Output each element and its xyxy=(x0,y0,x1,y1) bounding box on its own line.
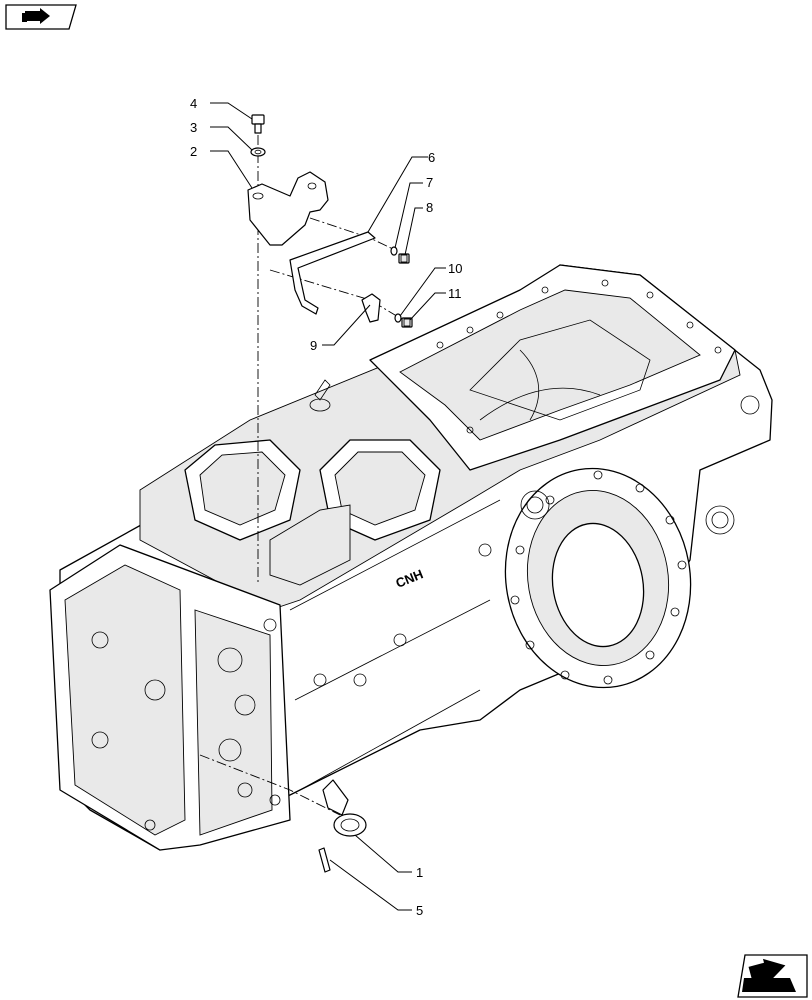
bolt-part-8 xyxy=(398,253,410,264)
callout-leaders xyxy=(210,102,446,911)
callout-label-1: 1 xyxy=(416,865,423,880)
bolt-part-4 xyxy=(251,114,265,134)
callout-label-5: 5 xyxy=(416,903,423,918)
clip-part-9 xyxy=(361,293,381,323)
callout-label-8: 8 xyxy=(426,200,433,215)
book-arrow-icon[interactable] xyxy=(5,4,77,30)
centerline xyxy=(199,754,341,816)
pin-part-5 xyxy=(318,847,331,873)
washer-part-7 xyxy=(390,246,398,256)
centerline xyxy=(269,269,401,319)
washer-part-3 xyxy=(250,147,266,157)
callout-label-2: 2 xyxy=(190,144,197,159)
bracket-part-2 xyxy=(247,171,329,246)
callout-label-10: 10 xyxy=(448,261,462,276)
callout-label-3: 3 xyxy=(190,120,197,135)
bracket-part-6 xyxy=(289,231,376,315)
bolt-part-11 xyxy=(401,317,413,328)
washer-part-10 xyxy=(394,313,402,323)
callout-label-9: 9 xyxy=(310,338,317,353)
callout-label-4: 4 xyxy=(190,96,197,111)
callout-label-11: 11 xyxy=(448,286,462,301)
callout-label-6: 6 xyxy=(428,150,435,165)
transmission-housing: CNH xyxy=(49,264,773,851)
lever-part-1 xyxy=(322,779,367,837)
callout-label-7: 7 xyxy=(426,175,433,190)
next-page-arrow-icon[interactable] xyxy=(737,954,808,998)
